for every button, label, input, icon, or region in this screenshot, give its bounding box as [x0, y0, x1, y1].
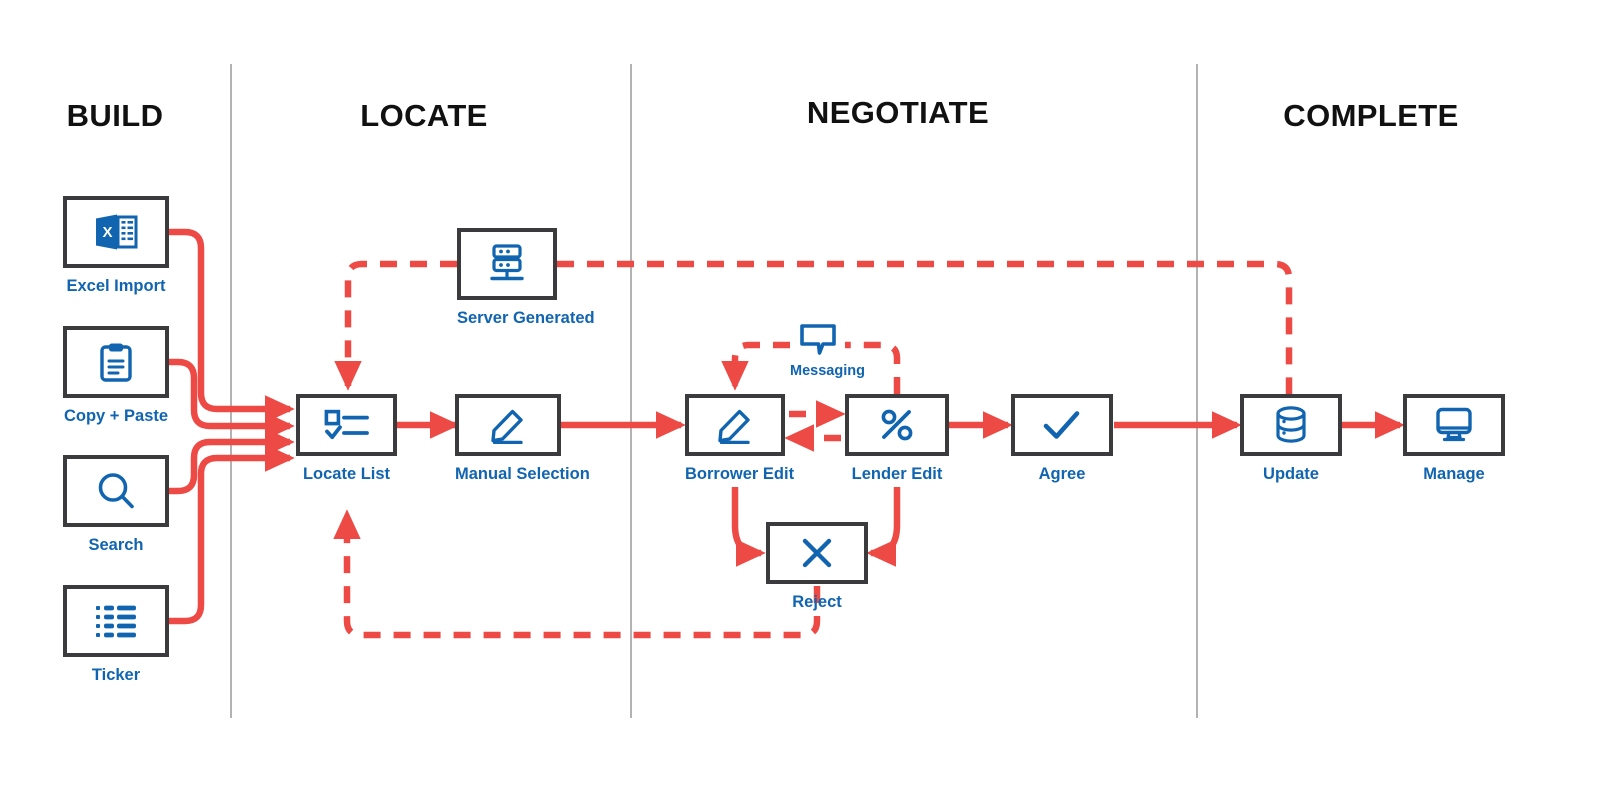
node-update[interactable]: Update — [1240, 394, 1342, 484]
reject-label: Reject — [792, 593, 842, 611]
magnifier-icon — [98, 473, 134, 509]
messaging-label: Messaging — [790, 363, 865, 379]
connector-copy-paste-to-locate-list — [168, 358, 295, 440]
locate-list-box[interactable] — [296, 394, 397, 456]
node-lender-edit[interactable]: Lender Edit — [845, 394, 949, 484]
node-excel-import[interactable]: X Excel Import — [63, 196, 169, 296]
speech-bubble-icon — [799, 324, 836, 355]
update-label: Update — [1263, 465, 1319, 483]
connector-reject-to-locate-list — [333, 509, 821, 639]
connector-borrower-edit-to-reject — [731, 487, 766, 567]
pencil-edit-icon — [718, 409, 750, 444]
agree-label: Agree — [1038, 465, 1086, 483]
node-copy-paste[interactable]: Copy + Paste — [63, 326, 169, 426]
agree-box[interactable] — [1011, 394, 1113, 456]
node-locate-list[interactable]: Locate List — [296, 394, 397, 484]
cross-x-icon — [802, 538, 832, 568]
phase-title-locate: LOCATE — [360, 98, 488, 133]
excel-file-icon: X — [96, 214, 138, 250]
manage-box[interactable] — [1403, 394, 1505, 456]
server-generated-label: Server Generated — [457, 309, 595, 327]
manual-selection-label: Manual Selection — [455, 465, 590, 483]
connector-lender-edit-to-messaging — [845, 341, 901, 394]
node-borrower-edit[interactable]: Borrower Edit — [685, 394, 795, 484]
locate-list-label: Locate List — [302, 465, 391, 483]
manage-label: Manage — [1423, 465, 1485, 483]
connector-lender-edit-to-reject — [866, 487, 901, 567]
lender-edit-box[interactable] — [845, 394, 949, 456]
node-messaging[interactable]: Messaging — [790, 323, 865, 379]
update-box[interactable] — [1240, 394, 1342, 456]
connector-server-generated-to-update — [557, 260, 1293, 394]
node-manage[interactable]: Manage — [1403, 394, 1505, 484]
borrower-edit-label: Borrower Edit — [685, 465, 795, 483]
search-label: Search — [88, 536, 144, 554]
connector-search-to-locate-list — [168, 428, 295, 495]
ticker-box[interactable] — [63, 585, 169, 657]
checklist-icon — [324, 409, 369, 440]
phase-dividers — [230, 64, 1198, 718]
connector-server-generated-to-locate-list — [334, 260, 457, 391]
node-reject[interactable]: Reject — [766, 522, 868, 612]
borrower-edit-box[interactable] — [685, 394, 785, 456]
percent-icon — [881, 409, 913, 441]
node-manual-selection[interactable]: Manual Selection — [455, 394, 590, 484]
reject-box[interactable] — [766, 522, 868, 584]
svg-text:X: X — [103, 224, 113, 241]
phase-title-complete: COMPLETE — [1283, 98, 1459, 133]
manual-selection-box[interactable] — [455, 394, 561, 456]
pencil-edit-icon — [491, 409, 523, 444]
phase-title-negotiate: NEGOTIATE — [806, 95, 990, 130]
node-agree[interactable]: Agree — [1011, 394, 1113, 484]
clipboard-icon — [100, 343, 132, 382]
connector-ticker-to-locate-list — [168, 444, 295, 625]
copy-paste-box[interactable] — [63, 326, 169, 398]
excel-import-box[interactable]: X — [63, 196, 169, 268]
connector-messaging-to-borrower-edit — [721, 341, 790, 391]
excel-import-label: Excel Import — [66, 277, 166, 295]
node-server-generated[interactable]: Server Generated — [457, 228, 595, 328]
connector-excel-import-to-locate-list — [168, 228, 295, 423]
search-box[interactable] — [63, 455, 169, 527]
copy-paste-label: Copy + Paste — [63, 407, 169, 425]
monitor-icon — [1436, 407, 1472, 442]
ticker-label: Ticker — [91, 666, 141, 684]
checkmark-icon — [1043, 411, 1080, 439]
node-ticker[interactable]: Ticker — [63, 585, 169, 685]
server-rack-icon — [490, 244, 524, 281]
phase-title-build: BUILD — [66, 98, 164, 133]
lender-edit-label: Lender Edit — [851, 465, 943, 483]
ticker-list-icon — [96, 605, 136, 638]
database-icon — [1276, 406, 1306, 443]
server-generated-box[interactable] — [457, 228, 557, 300]
node-search[interactable]: Search — [63, 455, 169, 555]
